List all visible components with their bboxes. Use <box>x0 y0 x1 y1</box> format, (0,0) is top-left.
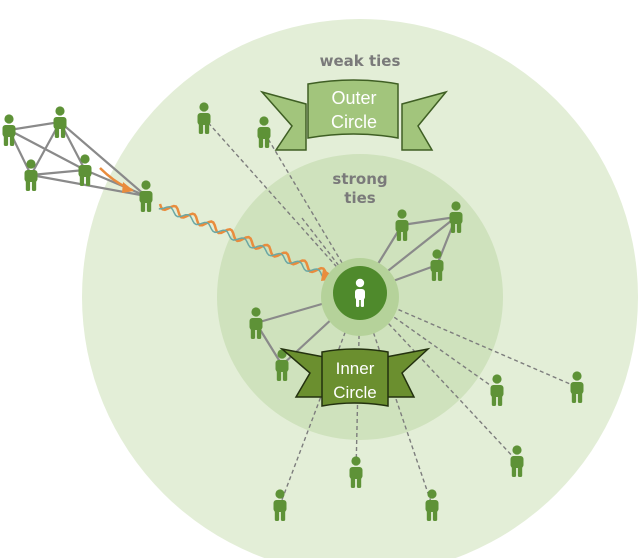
inner-banner-line1: Inner <box>336 359 375 378</box>
strong-tie-link <box>8 120 61 132</box>
person-icon <box>349 456 363 488</box>
person-icon <box>510 445 524 477</box>
person-icon <box>139 180 153 212</box>
person-icon <box>249 307 263 339</box>
person-icon <box>449 201 463 233</box>
weak-tie-link <box>359 292 578 388</box>
person-icon <box>24 159 38 191</box>
people-nodes <box>2 102 584 521</box>
strong-tie-link <box>8 129 86 171</box>
person-icon <box>2 114 16 146</box>
person-icon <box>425 489 439 521</box>
person-icon <box>395 209 409 241</box>
teal-path-wavy <box>158 206 326 280</box>
outer-banner-body <box>307 79 399 139</box>
strong-tie-link <box>30 168 86 177</box>
outer-banner-left-tail <box>259 90 307 151</box>
orange-path-wavy <box>158 203 328 275</box>
inner-circle-banner: Inner Circle <box>279 347 431 407</box>
strong-tie-link <box>401 215 457 227</box>
strong-ties-label-line1: strong <box>332 170 387 188</box>
outer-banner-line1: Outer <box>331 88 376 108</box>
person-icon <box>430 249 444 281</box>
outer-banner-line2: Circle <box>331 112 377 132</box>
outer-banner-right-tail <box>401 90 449 151</box>
person-icon <box>275 349 289 381</box>
inner-banner-left-tail <box>279 347 325 398</box>
strong-ties-label-line2: ties <box>344 189 375 207</box>
outer-circle-banner: Outer Circle <box>259 79 449 151</box>
person-icon <box>490 374 504 406</box>
person-icon <box>78 154 92 186</box>
inner-banner-right-tail <box>385 347 431 398</box>
inner-banner-body <box>321 348 389 407</box>
person-icon <box>273 489 287 521</box>
weak-ties-label: weak ties <box>320 52 401 70</box>
person-icon <box>257 116 271 148</box>
person-icon <box>53 106 67 138</box>
center-node <box>321 258 399 336</box>
person-icon <box>197 102 211 134</box>
orange-arrowhead-1 <box>122 182 134 193</box>
inner-banner-line2: Circle <box>333 383 376 402</box>
strong-tie-link <box>59 121 147 197</box>
strong-tie-link <box>84 168 147 198</box>
ego-person-icon <box>355 278 365 307</box>
person-icon <box>570 371 584 403</box>
